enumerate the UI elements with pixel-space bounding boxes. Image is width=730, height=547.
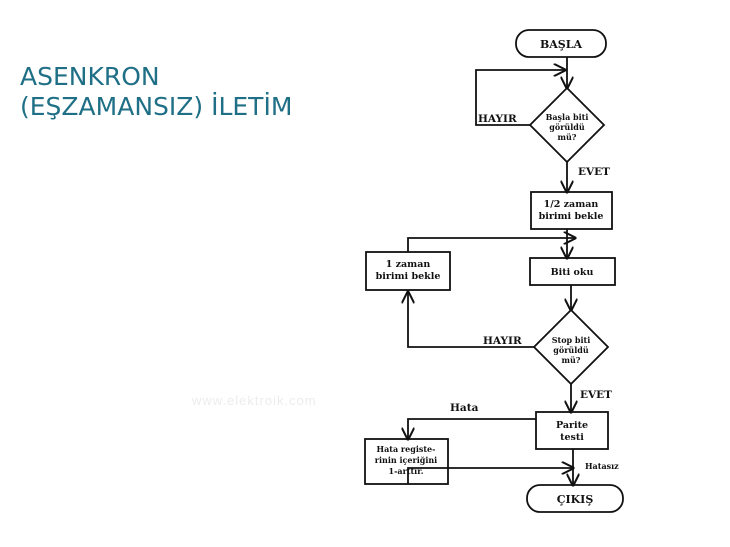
start-label: BAŞLA (540, 38, 583, 51)
arrow-wait-one-to-read (407, 238, 575, 252)
decision2-line-3: mü? (562, 355, 581, 365)
error-reg-line-2: rinin içeriğini (375, 455, 437, 465)
decision2-line-2: görüldü (553, 345, 589, 355)
decision1-line-2: görüldü (549, 122, 585, 132)
decision1-line-1: Başla biti (546, 112, 589, 122)
no-label-2: HAYIR (483, 335, 522, 347)
end-label: ÇIKIŞ (557, 493, 594, 506)
parity-line-1: Parite (556, 420, 588, 431)
no-label-1: HAYIR (478, 113, 517, 125)
arrow-no-loop-1 (475, 70, 565, 126)
decision2-line-1: Stop biti (552, 335, 591, 345)
yes-label-1: EVET (578, 166, 610, 178)
arrow-no-loop-2 (408, 292, 534, 348)
no-error-label: Hatasız (585, 461, 619, 471)
parity-line-2: testi (560, 432, 584, 443)
title-line-2: (EŞZAMANSIZ) İLETİM (20, 92, 293, 121)
watermark: www.elektroik.com (192, 393, 317, 408)
wait-one-line-1: 1 zaman (386, 259, 431, 270)
start-terminal (515, 29, 607, 58)
slide-title: ASENKRON (EŞZAMANSIZ) İLETİM (20, 62, 292, 122)
title-line-1: ASENKRON (20, 62, 160, 91)
decision1-line-3: mü? (558, 132, 577, 142)
error-reg-line-3: 1-arttır. (389, 466, 424, 476)
error-reg-line-1: Hata registe- (377, 444, 436, 454)
arrow-error (408, 418, 536, 439)
error-label: Hata (450, 402, 479, 414)
wait-one-line-2: birimi bekle (376, 271, 441, 282)
wait-half-line-2: birimi bekle (539, 211, 604, 222)
read-bit-label: Biti oku (551, 267, 594, 278)
arrow-error-return (407, 468, 573, 484)
wait-half-line-1: 1/2 zaman (544, 199, 599, 210)
yes-label-2: EVET (580, 389, 612, 401)
